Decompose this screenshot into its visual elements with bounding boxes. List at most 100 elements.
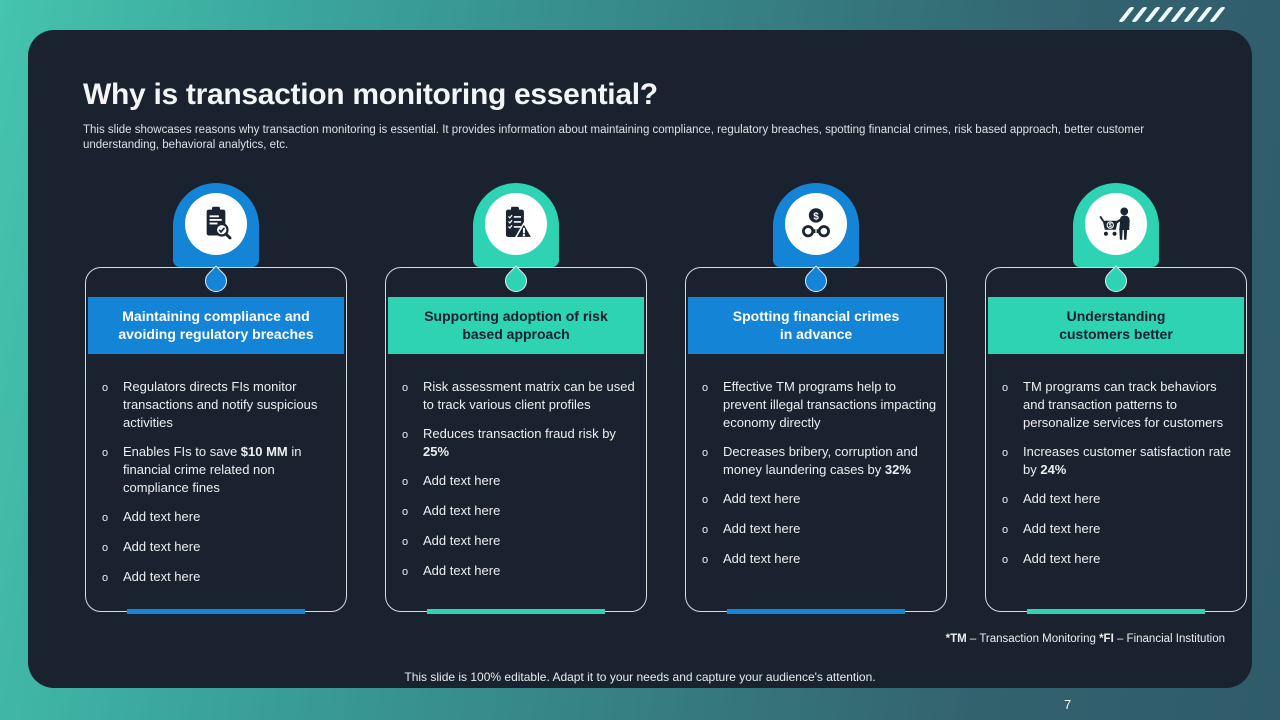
bullet-marker: o (1002, 554, 1009, 566)
card-icon-badge: $ (773, 183, 859, 267)
page-title: Why is transaction monitoring essential? (83, 78, 658, 111)
card-bullet: o Decreases bribery, corruption and money… (697, 443, 940, 479)
person-cart-icon: $ (1085, 193, 1147, 255)
bullet-marker: o (402, 429, 409, 441)
bullet-text: Add text here (423, 563, 501, 578)
card-icon-badge: $ (1073, 183, 1159, 267)
bullet-text: Add text here (123, 509, 201, 524)
bullet-marker: o (702, 554, 709, 566)
bullet-text: Decreases bribery, corruption and money … (723, 444, 918, 477)
card-accent-bar (427, 609, 605, 614)
card-bullet: o Add text here (397, 562, 640, 581)
card-bullet: o Reduces transaction fraud risk by 25% (397, 425, 640, 461)
bullet-marker: o (702, 524, 709, 536)
bullet-text: Add text here (423, 533, 501, 548)
bullet-text: TM programs can track behaviors and tran… (1023, 379, 1224, 430)
bullet-text: Effective TM programs help to prevent il… (723, 379, 937, 430)
bullet-text: Risk assessment matrix can be used to tr… (423, 379, 635, 412)
bullet-text: Add text here (123, 539, 201, 554)
bullet-marker: o (702, 447, 709, 459)
bullet-marker: o (102, 382, 109, 394)
clipboard-magnifier-icon (185, 193, 247, 255)
card-bullet: o Enables FIs to save $10 MM in financial… (97, 443, 340, 497)
card-body: o Effective TM programs help to prevent i… (697, 378, 940, 605)
bullet-marker: o (702, 494, 709, 506)
slide-subtitle: This slide showcases reasons why transac… (83, 124, 1145, 151)
corner-slashes-decoration (1118, 7, 1226, 22)
card-bullet: o Risk assessment matrix can be used to t… (397, 378, 640, 414)
droplet-connector (1100, 265, 1132, 297)
clipboard-warning-icon (485, 193, 547, 255)
bullet-text: Enables FIs to save $10 MM in financial … (123, 444, 302, 495)
editable-note: This slide is 100% editable. Adapt it to… (404, 670, 876, 684)
card-bullet: o Add text here (397, 532, 640, 551)
bullet-marker: o (102, 542, 109, 554)
bullet-text: Increases customer satisfaction rate by … (1023, 444, 1232, 477)
card-bullet: o Add text here (997, 550, 1240, 569)
bullet-marker: o (402, 476, 409, 488)
card-bullet: o Add text here (97, 538, 340, 557)
card-bullet: o Increases customer satisfaction rate by… (997, 443, 1240, 479)
bullet-marker: o (402, 536, 409, 548)
bullet-marker: o (402, 382, 409, 394)
card-bullet: o Add text here (697, 520, 940, 539)
main-panel: Why is transaction monitoring essential?… (28, 30, 1252, 688)
card-bullet: o Add text here (997, 490, 1240, 509)
card-bullet: o TM programs can track behaviors and tra… (997, 378, 1240, 432)
bullet-marker: o (402, 566, 409, 578)
bullet-marker: o (1002, 524, 1009, 536)
dollar-handcuffs-icon: $ (785, 193, 847, 255)
card-body: o Regulators directs FIs monitor transact… (97, 378, 340, 605)
bullet-marker: o (1002, 494, 1009, 506)
page-number: 7 (1064, 697, 1072, 712)
card-accent-bar (1027, 609, 1205, 614)
droplet-connector (800, 265, 832, 297)
droplet-connector (200, 265, 232, 297)
bullet-text: Add text here (1023, 521, 1101, 536)
card-bullet: o Add text here (997, 520, 1240, 539)
bullet-marker: o (102, 512, 109, 524)
svg-text:$: $ (1109, 223, 1112, 229)
bullet-text: Add text here (723, 551, 801, 566)
card-icon-badge (173, 183, 259, 267)
droplet-connector (500, 265, 532, 297)
bullet-text: Regulators directs FIs monitor transacti… (123, 379, 318, 430)
card-icon-badge (473, 183, 559, 267)
card-bullet: o Effective TM programs help to prevent i… (697, 378, 940, 432)
card-accent-bar (127, 609, 305, 614)
bullet-marker: o (102, 447, 109, 459)
card-bullet: o Regulators directs FIs monitor transact… (97, 378, 340, 432)
bullet-marker: o (1002, 382, 1009, 394)
bullet-text: Add text here (723, 521, 801, 536)
footnote: *TM – Transaction Monitoring *FI – Finan… (945, 633, 1225, 645)
card-accent-bar (727, 609, 905, 614)
bullet-text: Add text here (423, 503, 501, 518)
svg-text:$: $ (813, 211, 819, 222)
bullet-text: Add text here (1023, 491, 1101, 506)
bullet-text: Reduces transaction fraud risk by 25% (423, 426, 616, 459)
bullet-marker: o (702, 382, 709, 394)
card-bullet: o Add text here (697, 550, 940, 569)
card-bullet: o Add text here (97, 508, 340, 527)
bullet-marker: o (102, 572, 109, 584)
bullet-text: Add text here (1023, 551, 1101, 566)
bullet-marker: o (1002, 447, 1009, 459)
